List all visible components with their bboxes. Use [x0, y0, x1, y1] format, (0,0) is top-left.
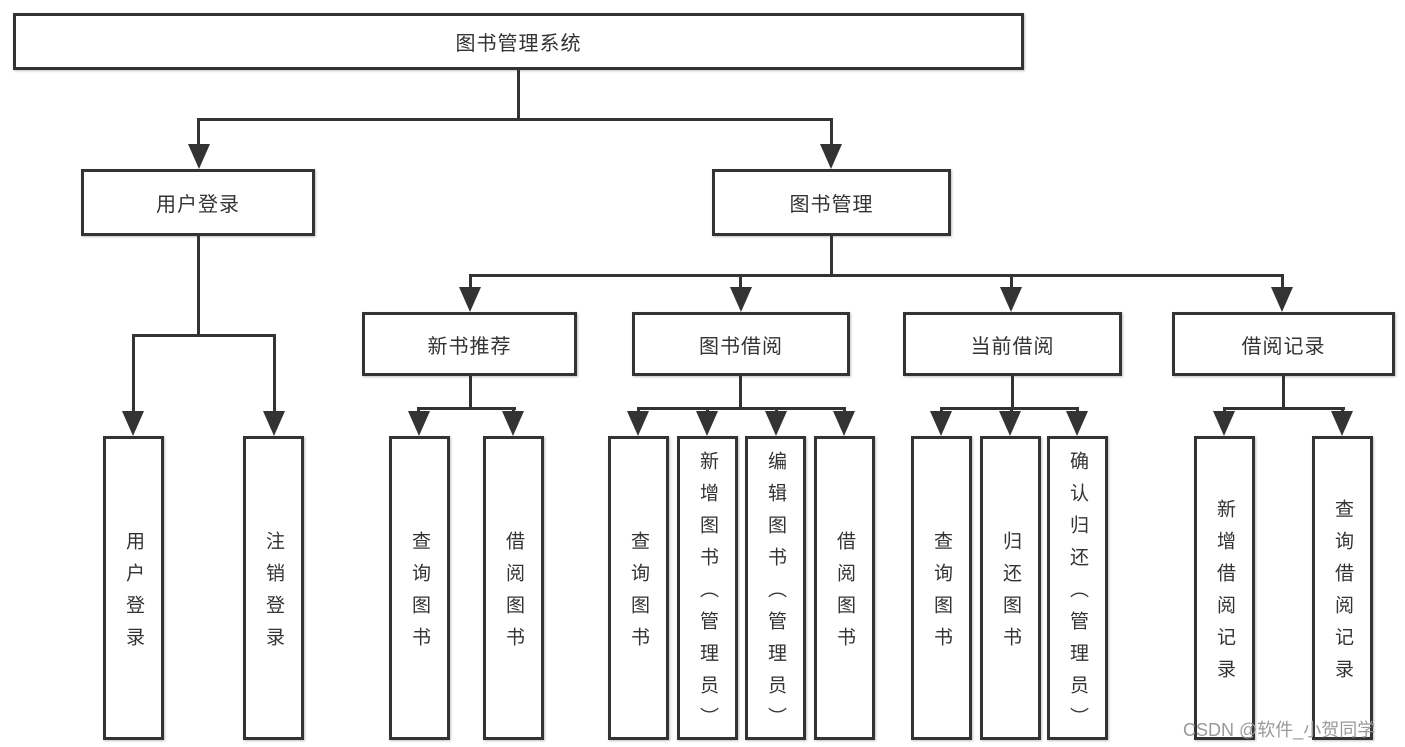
node-label: 借阅图书 — [834, 530, 855, 659]
node-user-login: 用户登录 — [81, 169, 315, 236]
connector-line — [637, 407, 846, 410]
node-label: 注销登录 — [263, 530, 284, 659]
leaf-add-books-admin: 新增图书（管理员） — [677, 436, 738, 740]
connector-line — [739, 274, 742, 292]
leaf-logout: 注销登录 — [243, 436, 304, 740]
connector-line — [830, 235, 833, 276]
node-label: 新增借阅记录 — [1214, 498, 1235, 691]
arrow-down-icon — [627, 411, 649, 436]
node-label: 图书管理 — [789, 194, 874, 216]
arrow-down-icon — [833, 411, 855, 436]
connector-line — [469, 274, 1284, 277]
node-library-management-system: 图书管理系统 — [13, 13, 1024, 70]
arrow-down-icon — [820, 144, 842, 169]
node-label: 用户登录 — [156, 194, 240, 216]
connector-line — [830, 118, 833, 148]
connector-line — [1011, 375, 1014, 409]
node-label: 查询图书 — [409, 530, 430, 659]
node-borrowing-records: 借阅记录 — [1172, 312, 1395, 376]
csdn-watermark: CSDN @软件_小贺同学 — [1183, 720, 1376, 740]
arrow-down-icon — [999, 411, 1021, 436]
node-book-borrowing: 图书借阅 — [632, 312, 850, 376]
node-label: 图书管理系统 — [455, 33, 582, 55]
leaf-query-books-current: 查询图书 — [911, 436, 972, 740]
arrow-down-icon — [1066, 411, 1088, 436]
connector-line — [197, 118, 200, 148]
leaf-user-login: 用户登录 — [103, 436, 164, 740]
leaf-confirm-return-admin: 确认归还（管理员） — [1047, 436, 1108, 740]
arrow-down-icon — [188, 144, 210, 169]
arrow-down-icon — [696, 411, 718, 436]
node-label: 查询图书 — [931, 530, 952, 659]
connector-line — [273, 334, 276, 414]
connector-line — [197, 118, 833, 121]
node-label: 用户登录 — [123, 530, 144, 659]
connector-line — [132, 334, 135, 414]
connector-line — [739, 375, 742, 409]
node-label: 归还图书 — [1000, 530, 1021, 659]
leaf-query-books-recommend: 查询图书 — [389, 436, 450, 740]
connector-line — [197, 235, 200, 336]
arrow-down-icon — [263, 411, 285, 436]
node-label: 查询借阅记录 — [1332, 498, 1353, 691]
node-new-book-recommendation: 新书推荐 — [362, 312, 577, 376]
node-label: 查询图书 — [628, 530, 649, 659]
leaf-query-borrow-record: 查询借阅记录 — [1312, 436, 1373, 740]
node-label: 新增图书（管理员） — [697, 450, 718, 739]
connector-line — [517, 69, 520, 120]
leaf-return-books: 归还图书 — [980, 436, 1041, 740]
connector-line — [1281, 274, 1284, 292]
connector-line — [469, 274, 472, 292]
leaf-borrow-books: 借阅图书 — [814, 436, 875, 740]
node-label: 当前借阅 — [970, 335, 1055, 358]
node-current-borrowing: 当前借阅 — [903, 312, 1122, 376]
node-book-management: 图书管理 — [712, 169, 951, 236]
connector-line — [1282, 375, 1285, 409]
leaf-add-borrow-record: 新增借阅记录 — [1194, 436, 1255, 740]
connector-line — [469, 375, 472, 409]
arrow-down-icon — [502, 411, 524, 436]
arrow-down-icon — [1213, 411, 1235, 436]
connector-line — [1010, 274, 1013, 292]
arrow-down-icon — [730, 287, 752, 312]
arrow-down-icon — [122, 411, 144, 436]
connector-line — [417, 407, 516, 410]
arrow-down-icon — [408, 411, 430, 436]
node-label: 确认归还（管理员） — [1067, 450, 1088, 739]
connector-line — [940, 407, 1079, 410]
node-label: 借阅记录 — [1241, 335, 1326, 358]
leaf-edit-books-admin: 编辑图书（管理员） — [745, 436, 806, 740]
leaf-borrow-books-recommend: 借阅图书 — [483, 436, 544, 740]
connector-line — [132, 334, 276, 337]
leaf-query-books-borrowing: 查询图书 — [608, 436, 669, 740]
node-label: 图书借阅 — [699, 335, 783, 358]
connector-line — [1223, 407, 1345, 410]
node-label: 借阅图书 — [503, 530, 524, 659]
arrow-down-icon — [765, 411, 787, 436]
arrow-down-icon — [459, 287, 481, 312]
node-label: 编辑图书（管理员） — [765, 450, 786, 739]
arrow-down-icon — [1331, 411, 1353, 436]
arrow-down-icon — [930, 411, 952, 436]
arrow-down-icon — [1271, 287, 1293, 312]
node-label: 新书推荐 — [427, 335, 512, 358]
arrow-down-icon — [1000, 287, 1022, 312]
